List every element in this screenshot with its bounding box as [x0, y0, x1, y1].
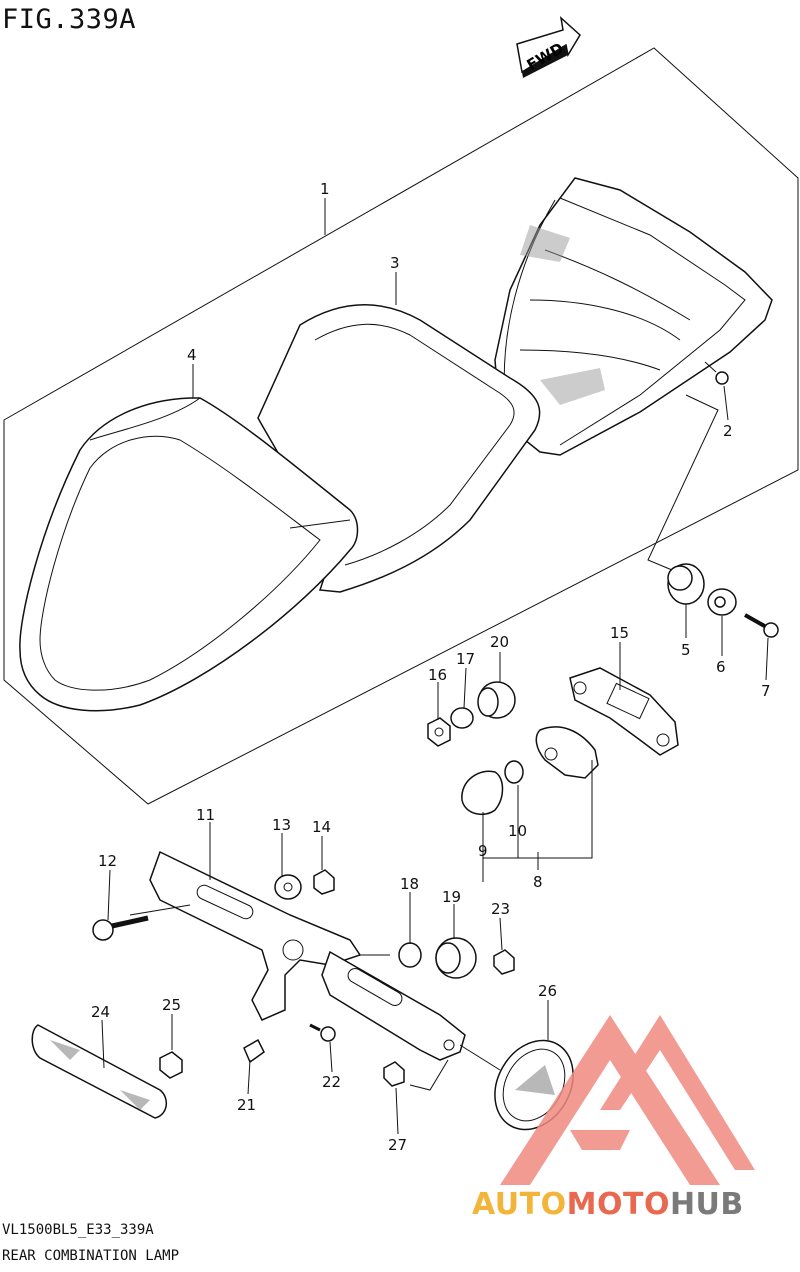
collar-part-17 — [450, 707, 474, 729]
callout-3: 3 — [390, 254, 400, 272]
figure-title: FIG.339A — [2, 4, 137, 35]
callout-4: 4 — [187, 346, 197, 364]
callout-14: 14 — [312, 818, 331, 836]
callout-15: 15 — [610, 624, 629, 642]
leader-lines — [101, 198, 769, 1135]
automotohub-watermark-logo — [500, 1015, 755, 1185]
nut-part-14 — [313, 869, 335, 895]
plate-bracket — [321, 950, 466, 1061]
forward-direction-arrow: FWD — [516, 16, 581, 78]
callout-19: 19 — [442, 888, 461, 906]
bracket-part-11 — [149, 850, 362, 1021]
cushion-part-19 — [435, 937, 477, 979]
callout-23: 23 — [491, 900, 510, 918]
callout-1: 1 — [320, 180, 330, 198]
model-code: VL1500BL5_E33_339A — [2, 1222, 154, 1238]
callout-20: 20 — [490, 633, 509, 651]
callout-9: 9 — [478, 842, 488, 860]
nut-part-25 — [159, 1051, 183, 1079]
nut-part-21 — [243, 1038, 265, 1064]
bracket-part-15 — [569, 667, 679, 756]
callout-10: 10 — [508, 822, 527, 840]
watermark-brand-text: AUTOMOTOHUB — [472, 1187, 744, 1222]
callout-2: 2 — [723, 422, 733, 440]
callout-12: 12 — [98, 852, 117, 870]
lens-cover-part-9 — [461, 770, 504, 816]
lamp-lens-housing — [494, 177, 773, 456]
callout-6: 6 — [716, 658, 726, 676]
lamp-assembly-box — [3, 47, 799, 805]
washer-part-6 — [707, 588, 737, 616]
cushion-part-20 — [477, 681, 516, 719]
grommet-part-5 — [667, 563, 705, 605]
callout-21: 21 — [237, 1096, 256, 1114]
callout-17: 17 — [456, 650, 475, 668]
bolt-part-12 — [92, 915, 149, 941]
side-reflector-part-24 — [31, 1024, 167, 1119]
socket-part-8 — [535, 726, 599, 779]
callout-26: 26 — [538, 982, 557, 1000]
nut-part-16 — [427, 717, 451, 747]
callout-18: 18 — [400, 875, 419, 893]
figure-caption: REAR COMBINATION LAMP — [2, 1248, 180, 1264]
callout-22: 22 — [322, 1073, 341, 1091]
callout-5: 5 — [681, 641, 691, 659]
screw-part-2 — [704, 361, 729, 385]
callout-8: 8 — [533, 873, 543, 891]
washer-part-13 — [274, 874, 302, 900]
callout-numbers: 1 2 3 4 5 6 7 8 9 10 11 12 13 14 15 16 1… — [91, 180, 771, 1154]
nut-part-23 — [493, 949, 515, 975]
callout-16: 16 — [428, 666, 447, 684]
callout-11: 11 — [196, 806, 215, 824]
callout-24: 24 — [91, 1003, 110, 1021]
bolt-part-22 — [309, 1023, 336, 1042]
callout-13: 13 — [272, 816, 291, 834]
collar-part-18 — [398, 942, 422, 968]
callout-27: 27 — [388, 1136, 407, 1154]
brand-part-hub: HUB — [669, 1187, 744, 1222]
callout-25: 25 — [162, 996, 181, 1014]
bulb-part-10 — [504, 760, 524, 784]
brand-part-moto: MOTO — [566, 1187, 670, 1222]
lamp-bezel — [19, 397, 359, 712]
brand-part-auto: AUTO — [472, 1187, 567, 1222]
callout-7: 7 — [761, 682, 771, 700]
screw-part-7 — [744, 613, 779, 638]
nut-part-27 — [383, 1061, 405, 1087]
